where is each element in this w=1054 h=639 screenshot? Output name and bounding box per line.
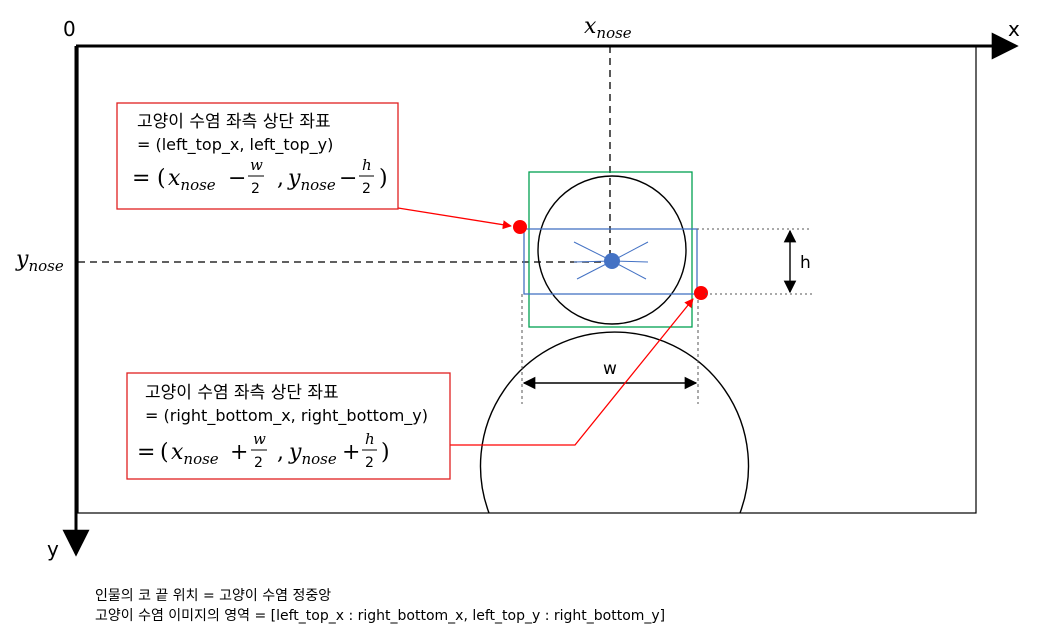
- whisker-box: [523, 228, 698, 295]
- right-bottom-annotation: 고양이 수염 좌측 상단 좌표 = (right_bottom_x, right…: [126, 372, 451, 480]
- h-label: h: [800, 253, 811, 273]
- y-axis-label: y: [47, 537, 59, 561]
- left-top-point: [513, 220, 527, 234]
- y-nose-label: ynose: [15, 247, 64, 275]
- face-box: [528, 171, 693, 328]
- left-top-annotation: 고양이 수염 좌측 상단 좌표 = (left_top_x, left_top_…: [116, 102, 399, 210]
- footer-line-1: 인물의 코 끝 위치 = 고양이 수염 정중앙: [95, 588, 331, 604]
- body-circle: [479, 331, 750, 514]
- x-nose-label: xnose: [584, 14, 632, 42]
- left-top-frac-h-num: h: [362, 156, 372, 174]
- left-top-connector: [397, 207, 512, 230]
- right-bottom-formula: = ( xnose + , ynose + ): [137, 440, 390, 470]
- nose-point: [604, 253, 620, 269]
- head-circle: [537, 175, 687, 325]
- right-bottom-frac-w-num: w: [253, 430, 266, 448]
- right-bottom-frac-h-num: h: [365, 430, 375, 448]
- w-label: w: [603, 359, 617, 379]
- right-bottom-frac-w-den: 2: [254, 455, 263, 471]
- left-top-frac-w-num: w: [250, 156, 263, 174]
- right-bottom-point: [694, 286, 708, 300]
- footer-line-2: 고양이 수염 이미지의 영역 = [left_top_x : right_bot…: [95, 608, 665, 624]
- right-bottom-line2: = (right_bottom_x, right_bottom_y): [145, 406, 428, 426]
- origin-label: 0: [63, 17, 76, 41]
- left-top-annotation-border: [116, 102, 399, 210]
- right-bottom-title: 고양이 수염 좌측 상단 좌표: [145, 383, 339, 403]
- left-top-title: 고양이 수염 좌측 상단 좌표: [137, 112, 331, 132]
- left-top-line2: = (left_top_x, left_top_y): [137, 135, 333, 155]
- left-top-formula: = ( xnose − , ynose − ): [132, 166, 388, 196]
- right-bottom-frac-h-den: 2: [365, 455, 374, 471]
- left-top-frac-h-den: 2: [362, 181, 371, 197]
- right-bottom-annotation-border: [126, 372, 451, 480]
- right-bottom-connector: [450, 298, 694, 446]
- x-axis-label: x: [1008, 17, 1020, 41]
- left-top-frac-w-den: 2: [251, 181, 260, 197]
